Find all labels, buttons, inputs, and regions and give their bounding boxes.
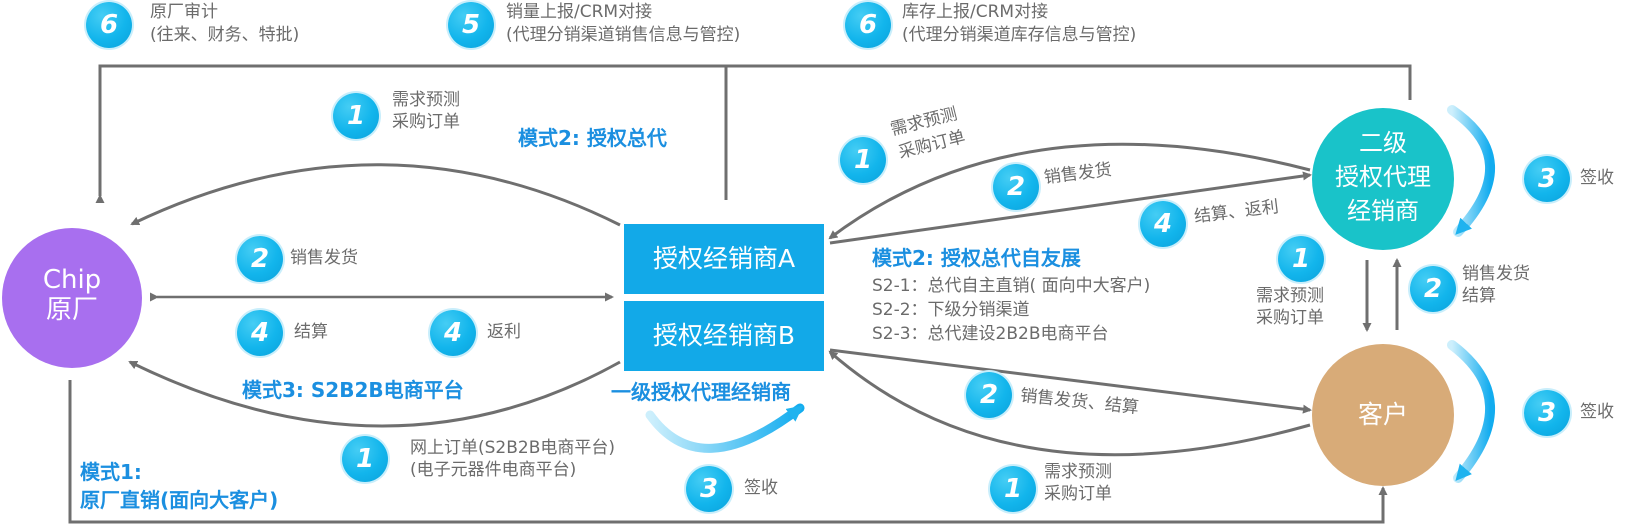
arrow-chip-direct-to-customer [68, 380, 1388, 524]
dealer-a-box: 授权经销商A [624, 224, 824, 294]
settlement-label: 结算 [294, 322, 328, 342]
signoff-label: 签收 [744, 478, 778, 498]
signoff-loop-tier2 [1447, 105, 1496, 237]
tier2-line1: 二级 [1359, 129, 1407, 157]
signoff-loop-tier1 [645, 403, 805, 453]
ship-label: 销售发货 [290, 248, 358, 268]
step-badge: 5 [448, 2, 494, 48]
step-badge: 3 [1524, 156, 1570, 202]
step-badge: 1 [1278, 236, 1324, 282]
step-badge: 3 [1524, 390, 1570, 436]
mode1-title-line1: 模式1: [80, 460, 142, 484]
sales-report-line1: 销量上报/CRM对接 [506, 2, 653, 22]
step-badge: 6 [845, 2, 891, 48]
step-badge: 2 [966, 372, 1012, 418]
step-badge: 2 [993, 164, 1039, 210]
step-badge: 3 [686, 466, 732, 512]
mode1-title-line2: 原厂直销(面向大客户) [80, 488, 279, 512]
settlement-label: 结算 [1462, 286, 1496, 306]
inventory-report-line2: (代理分销渠道库存信息与管控) [902, 25, 1137, 45]
ship-label: 销售发货 [1462, 264, 1530, 284]
tier2-line3: 经销商 [1347, 197, 1419, 225]
chip-vendor-node: Chip 原厂 [2, 228, 142, 368]
arrow-a-to-tier2 [829, 171, 1312, 245]
inventory-report-line1: 库存上报/CRM对接 [902, 2, 1049, 22]
arrow-b-to-customer [829, 348, 1312, 414]
step-badge: 2 [237, 236, 283, 282]
tier1-dealer-label: 一级授权代理经销商 [611, 380, 791, 404]
arrow-tier2-to-a [828, 142, 1311, 240]
mode2-title: 模式2: 授权总代 [518, 126, 667, 150]
step-badge: 1 [990, 466, 1036, 512]
forecast-label: 需求预测 [1044, 462, 1112, 482]
customer-node: 客户 [1312, 344, 1454, 486]
signoff-loop-customer [1447, 340, 1495, 483]
step-badge: 6 [86, 2, 132, 48]
arrow-customer-to-b [828, 350, 1311, 457]
mode2-item-2: S2-2：下级分销渠道 [872, 300, 1030, 320]
purchase-order-label: 采购订单 [1044, 484, 1112, 504]
arrow-a-to-chip [130, 163, 621, 227]
online-order-line2: (电子元器件电商平台) [410, 460, 577, 480]
step-badge: 4 [1140, 201, 1186, 247]
top-report-lines [95, 64, 1412, 203]
mode2-item-1: S2-1：总代自主直销( 面向中大客户) [872, 276, 1151, 296]
mode2-item-3: S2-3：总代建设2B2B电商平台 [872, 324, 1109, 344]
chip-label: Chip [42, 265, 102, 295]
online-order-line1: 网上订单(S2B2B电商平台) [410, 438, 616, 458]
forecast-label: 需求预测 [1256, 286, 1324, 306]
signoff-label: 签收 [1580, 168, 1614, 188]
tier2-line2: 授权代理 [1335, 163, 1431, 191]
mode2-self-title: 模式2: 授权总代自友展 [872, 246, 1081, 270]
mode3-title: 模式3: S2B2B电商平台 [242, 378, 464, 402]
purchase-order-label: 采购订单 [392, 112, 460, 132]
top-frame-line [95, 64, 1412, 203]
step-badge: 4 [430, 310, 476, 356]
step-badge: 4 [237, 310, 283, 356]
arrow-b-to-chip [128, 360, 621, 428]
rebate-label: 返利 [487, 322, 521, 342]
vendor-label: 原厂 [45, 295, 98, 325]
forecast-label: 需求预测 [392, 90, 460, 110]
step-badge: 1 [342, 436, 388, 482]
audit-line1: 原厂审计 [150, 2, 218, 22]
customer-label: 客户 [1357, 400, 1408, 429]
tier2-dealer-node: 二级 授权代理 经销商 [1312, 108, 1454, 250]
signoff-label: 签收 [1580, 402, 1614, 422]
step-badge: 1 [333, 93, 379, 139]
purchase-order-label: 采购订单 [1256, 308, 1324, 328]
step-badge: 2 [1410, 266, 1456, 312]
sales-report-line2: (代理分销渠道销售信息与管控) [506, 25, 741, 45]
dealer-b-box: 授权经销商B [624, 301, 824, 371]
audit-line2: (往来、财务、特批) [150, 25, 300, 45]
step-badge: 1 [840, 137, 886, 183]
